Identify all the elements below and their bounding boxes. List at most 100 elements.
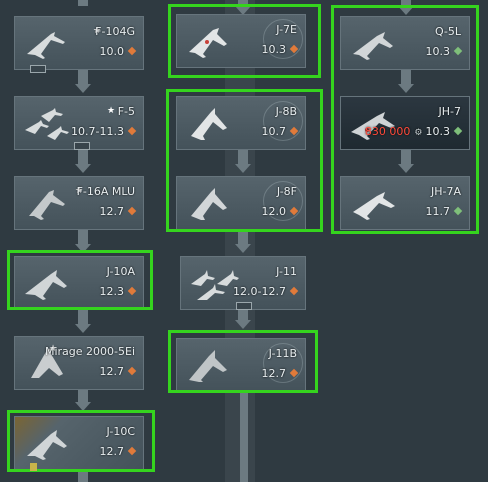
battle-rating: 10.7-11.3 <box>71 125 137 138</box>
vehicle-name: J-10C <box>106 425 136 438</box>
country-flag-icon: ★ <box>93 26 102 36</box>
vehicle-card-q5l[interactable]: Q-5L 10.3 <box>340 16 470 70</box>
jet-aircraft-icon <box>191 188 227 220</box>
rank-diamond-icon <box>127 46 137 56</box>
jet-aircraft-icon <box>191 108 227 140</box>
vehicle-name: J-10A <box>106 265 135 278</box>
jet-aircraft-icon <box>189 350 227 382</box>
rank-circle <box>263 101 303 141</box>
silver-lions-icon: ⚙ <box>414 128 423 138</box>
vehicle-card-jh7a[interactable]: JH-7A 11.7 <box>340 176 470 230</box>
arrow-down-icon <box>75 244 91 253</box>
highlight-frame <box>168 4 321 78</box>
jet-aircraft-icon <box>29 190 65 220</box>
vehicle-name: J-8F <box>276 185 297 198</box>
arrow-down-icon <box>75 402 91 411</box>
jet-aircraft-icon <box>353 192 395 220</box>
battle-rating: 10.3 <box>426 45 463 58</box>
vehicle-card-jh7[interactable]: JH-7 830 000⚙10.3 <box>340 96 470 150</box>
connector <box>78 390 88 404</box>
arrow-down-icon <box>235 164 251 173</box>
vehicle-card-j10a[interactable]: J-10A 12.3 <box>14 256 144 310</box>
vehicle-name: JH-7A <box>430 185 461 198</box>
vehicle-name: J-8B <box>275 105 297 118</box>
rank-diamond-icon <box>289 286 299 296</box>
rank-diamond-icon <box>127 126 137 136</box>
connector <box>401 148 411 164</box>
battle-rating: 830 000⚙10.3 <box>364 125 463 138</box>
arrow-down-icon <box>235 320 251 329</box>
jet-aircraft-icon <box>31 348 63 378</box>
vehicle-name: Q-5L <box>434 25 461 38</box>
connector <box>238 308 248 322</box>
jet-aircraft-icon <box>27 32 65 59</box>
highlight-frame <box>7 250 153 310</box>
vehicle-name: J-11B <box>268 347 297 360</box>
arrow-down-icon <box>235 244 251 253</box>
highlight-frame <box>331 5 479 234</box>
vehicle-card-j8b[interactable]: J-8B 10.7 <box>176 96 306 150</box>
jet-aircraft-group-icon <box>25 108 69 140</box>
vehicle-name: F-16A MLU <box>76 185 135 198</box>
battle-rating: 12.7 <box>100 445 137 458</box>
rank-diamond-icon <box>127 206 137 216</box>
vehicle-card-f104g[interactable]: ★ F-104G 10.0 <box>14 16 144 70</box>
vehicle-card-j8f[interactable]: J-8F 12.0 <box>176 176 306 230</box>
arrow-down-icon <box>398 6 414 15</box>
arrow-down-icon <box>398 84 414 93</box>
purchase-cost: 830 000 <box>364 125 411 138</box>
connector <box>78 230 88 244</box>
vehicle-name: F-5 <box>117 105 135 118</box>
jet-aircraft-icon <box>189 28 227 58</box>
connector <box>401 68 411 84</box>
connector <box>78 70 88 84</box>
battle-rating: 12.7 <box>100 205 137 218</box>
connector <box>78 150 88 164</box>
jet-aircraft-icon <box>27 430 67 460</box>
battle-rating: 12.3 <box>100 285 137 298</box>
vehicle-card-j7e[interactable]: J-7E 10.3 <box>176 14 306 68</box>
jet-aircraft-group-icon <box>191 270 239 300</box>
connector <box>78 310 88 324</box>
vehicle-name: JH-7 <box>438 105 461 118</box>
arrow-down-icon <box>75 164 91 173</box>
country-flag-icon: ★ <box>107 106 116 116</box>
battle-rating: 10.3 <box>262 43 299 56</box>
arrow-down-icon <box>75 324 91 333</box>
connector <box>240 392 248 482</box>
connector <box>78 472 88 482</box>
vehicle-name: J-7E <box>276 23 297 36</box>
jet-aircraft-icon <box>25 270 67 300</box>
rank-circle <box>263 181 303 221</box>
battle-rating: 10.0 <box>100 45 137 58</box>
rank-diamond-icon <box>127 366 137 376</box>
vehicle-card-f5[interactable]: ★ F-5 10.7-11.3 <box>14 96 144 150</box>
vehicle-name: Mirage 2000-5Ei <box>44 345 135 358</box>
vehicle-card-j10c[interactable]: J-10C 12.7 <box>14 416 144 470</box>
connector <box>401 0 411 6</box>
country-flag-icon: ★ <box>49 344 58 354</box>
rank-circle <box>263 343 303 383</box>
connector <box>238 148 248 164</box>
jet-aircraft-icon <box>353 32 393 60</box>
arrow-down-icon <box>235 6 251 15</box>
vehicle-card-j11b[interactable]: J-11B 12.7 <box>176 338 306 392</box>
country-flag-icon: ★ <box>75 186 84 196</box>
jet-aircraft-icon <box>351 112 395 140</box>
arrow-down-icon <box>398 164 414 173</box>
vehicle-name: J-11 <box>276 265 297 278</box>
modification-indicator <box>30 65 46 73</box>
battle-rating: 12.7 <box>100 365 137 378</box>
vehicle-card-mirage[interactable]: ★ Mirage 2000-5Ei 12.7 <box>14 336 144 390</box>
battle-rating: 12.0 <box>262 205 299 218</box>
highlight-frame <box>7 410 155 472</box>
battle-rating: 12.0-12.7 <box>233 285 299 298</box>
rank-circle <box>263 19 303 59</box>
vehicle-card-j11[interactable]: J-11 12.0-12.7 <box>180 256 306 310</box>
connector <box>78 0 88 6</box>
highlight-frame <box>168 330 318 393</box>
vehicle-card-f16a[interactable]: ★ F-16A MLU 12.7 <box>14 176 144 230</box>
battle-rating: 10.7 <box>262 125 299 138</box>
battle-rating: 12.7 <box>262 367 299 380</box>
arrow-down-icon <box>75 84 91 93</box>
